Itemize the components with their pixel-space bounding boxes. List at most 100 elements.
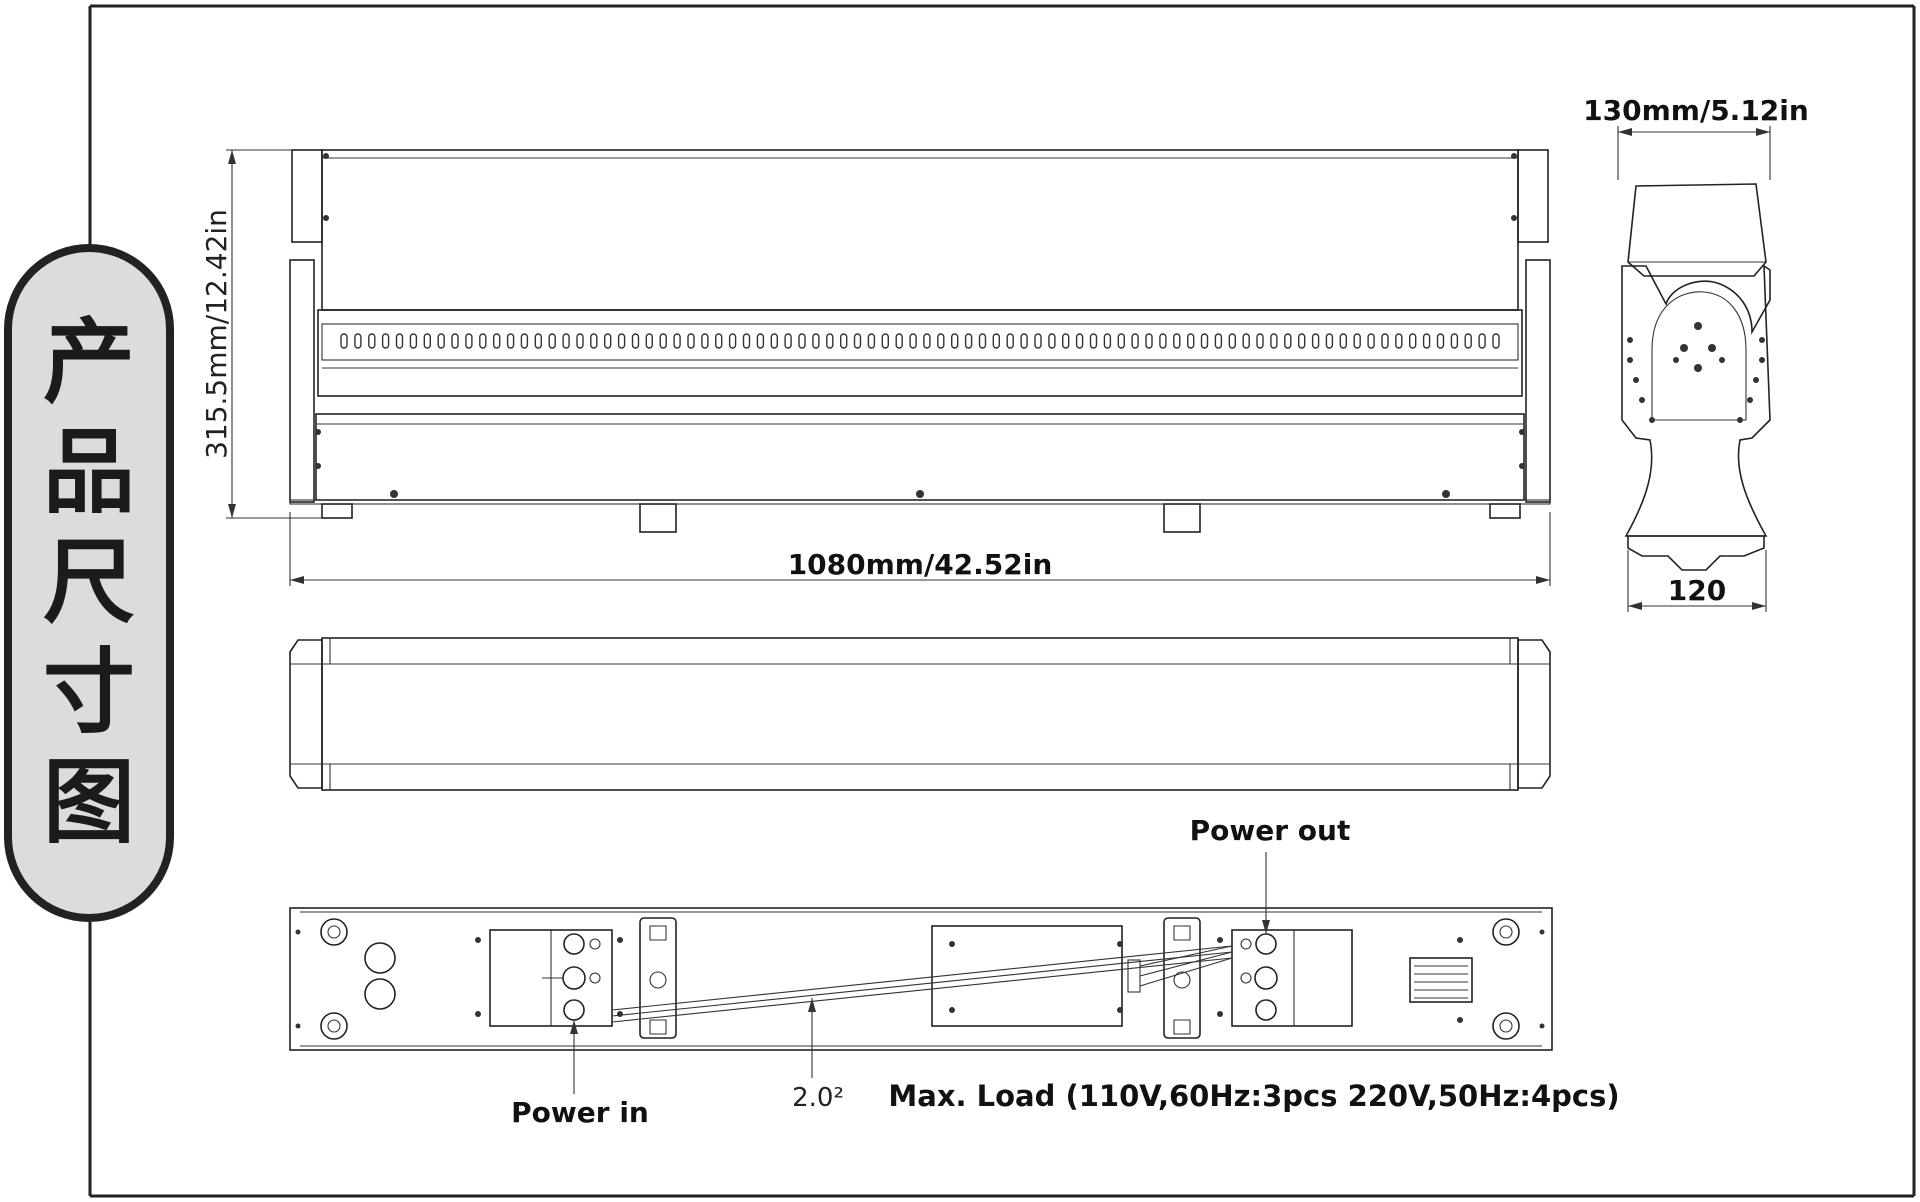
led-slot (520, 333, 529, 349)
led-slot (645, 333, 653, 349)
led-slot (437, 333, 445, 349)
led-slot (1173, 333, 1181, 349)
led-slot (1131, 333, 1139, 349)
led-slot (715, 333, 723, 349)
led-slot (1353, 333, 1361, 349)
led-slot (534, 333, 542, 349)
led-slot (1159, 333, 1167, 349)
led-slot (895, 333, 903, 349)
led-slot (423, 333, 431, 349)
led-slot (562, 333, 570, 349)
side-title-char: 产 (42, 309, 135, 416)
led-slot (1478, 333, 1486, 349)
led-slot (826, 333, 834, 349)
led-slot (1117, 333, 1126, 349)
led-slot (354, 333, 362, 349)
led-slot (1020, 333, 1028, 349)
led-slot (479, 333, 487, 349)
led-slot (1297, 333, 1306, 349)
led-slot (784, 333, 792, 349)
page-frame (88, 4, 1916, 1198)
led-slot (1450, 333, 1459, 349)
led-slot (867, 333, 876, 349)
led-slot (1061, 333, 1070, 349)
led-slot (1006, 333, 1014, 349)
led-slot (881, 333, 889, 349)
led-slot (1367, 333, 1375, 349)
side-title-char: 品 (42, 419, 135, 526)
led-slot (451, 333, 459, 349)
max-load-note: Max. Load (110V,60Hz:3pcs 220V,50Hz:4pcs… (888, 1079, 1619, 1113)
led-slot (951, 333, 959, 349)
led-slot (937, 333, 945, 349)
wiring (611, 945, 1233, 1023)
led-slot (1034, 333, 1042, 349)
power-out-callout: Power out (1190, 814, 1350, 934)
depth-dimension-label: 130mm/5.12in (1583, 94, 1809, 127)
led-slot (659, 333, 667, 349)
led-slot (1145, 333, 1153, 349)
led-slot (1200, 333, 1209, 349)
rear-view (289, 907, 1553, 1051)
led-slot (1103, 333, 1112, 349)
led-slot (1339, 333, 1348, 349)
led-slot (1311, 333, 1320, 349)
led-slot (978, 333, 987, 349)
led-slot (604, 333, 612, 349)
cable-spec-label: 2.0² (792, 1083, 844, 1113)
power-in-callout: Power in (511, 1020, 649, 1129)
led-slot (340, 333, 348, 349)
led-slot (1381, 333, 1389, 349)
led-slot (1256, 333, 1264, 349)
led-slot (1242, 333, 1250, 349)
led-slot (409, 333, 418, 349)
height-dimension: 315.5mm/12.42in (200, 149, 322, 519)
led-slot (798, 333, 806, 349)
led-slot (395, 333, 404, 349)
led-slot (812, 333, 820, 349)
side-title-char: 尺 (42, 529, 135, 636)
led-slot (840, 333, 848, 349)
led-slot (992, 333, 1000, 349)
led-slot (493, 333, 501, 349)
vent-grille (1409, 937, 1473, 1023)
led-slot (909, 333, 917, 349)
led-slot (1395, 333, 1403, 349)
led-slot (1270, 333, 1278, 349)
led-slot (576, 333, 584, 349)
led-slot (1422, 333, 1431, 349)
led-slot (701, 333, 709, 349)
length-dimension-label: 1080mm/42.52in (788, 548, 1053, 581)
led-slot (1464, 333, 1472, 349)
led-slot (923, 333, 931, 349)
top-view (289, 637, 1551, 791)
front-view (289, 149, 1551, 533)
length-dimension: 1080mm/42.52in (289, 512, 1551, 586)
power-in-label: Power in (511, 1096, 649, 1129)
led-slot (673, 333, 681, 349)
led-slot (368, 333, 376, 349)
led-slot (687, 333, 695, 349)
led-slot (1089, 333, 1098, 349)
led-slot (1228, 333, 1237, 349)
led-slot (1048, 333, 1056, 349)
led-slot (1214, 333, 1223, 349)
led-slot-row (340, 333, 1500, 349)
led-slot (631, 333, 640, 349)
side-title-char: 图 (42, 749, 135, 856)
led-slot (617, 333, 626, 349)
led-slot (465, 333, 473, 349)
led-slot (1492, 333, 1500, 349)
led-slot (853, 333, 862, 349)
led-slot (964, 333, 973, 349)
led-slot (756, 333, 765, 349)
led-slot (1325, 333, 1334, 349)
base-width-label: 120 (1668, 574, 1726, 607)
led-slot (1284, 333, 1292, 349)
led-slot (1436, 333, 1445, 349)
led-slot (381, 333, 390, 349)
side-title-char: 寸 (42, 639, 135, 746)
led-slot (548, 333, 556, 349)
led-slot (590, 333, 598, 349)
